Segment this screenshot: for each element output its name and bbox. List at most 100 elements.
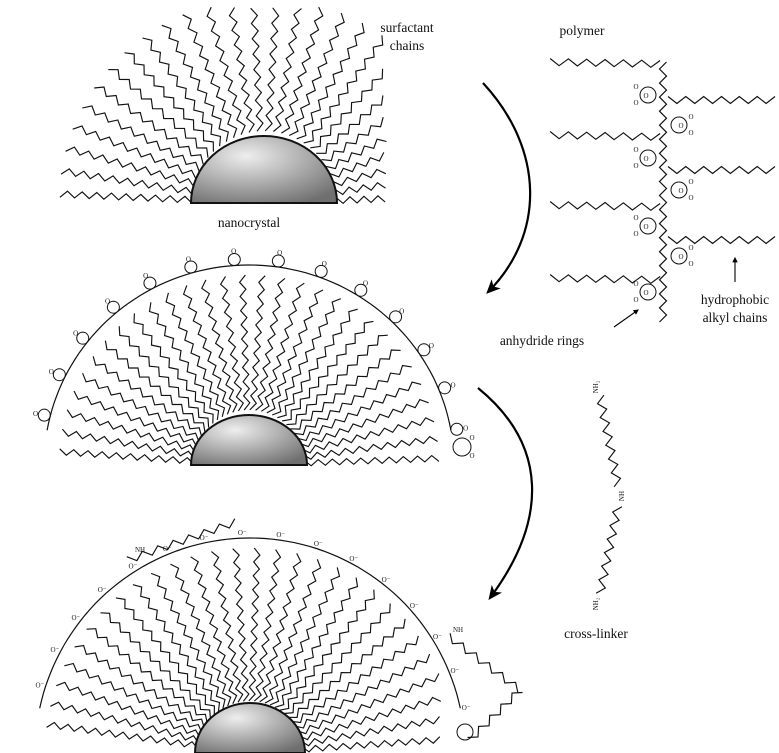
anhydride-ring: [38, 409, 50, 421]
carboxylate-label: O⁻: [50, 646, 59, 654]
cross-linker-lower-chain: [596, 507, 622, 593]
surfactant-chain: [87, 629, 208, 724]
oxygen-label: O: [73, 330, 78, 338]
oxygen-label: O: [463, 425, 468, 433]
oxygen-label: O: [633, 83, 638, 91]
surfactant-chain: [62, 429, 194, 458]
label-surfactant-1: surfactant: [380, 20, 433, 35]
oxygen-label: O: [633, 146, 638, 154]
carboxylate-label: O⁻: [433, 633, 442, 641]
curved-arrow-1: [483, 83, 530, 292]
surfactant-chain: [251, 8, 263, 131]
oxygen-label: O: [633, 296, 638, 304]
surfactant-chain: [265, 8, 279, 131]
surfactant-chain: [64, 664, 202, 733]
polymer-structure: polymer OOOOOOOOOOOOOOOOOOOOO hydrophobi…: [500, 23, 775, 348]
cross-link-chain: [127, 519, 235, 561]
surfactant-chain: [250, 276, 265, 410]
carboxylate-label: O⁻: [276, 531, 285, 539]
alkyl-chain: [550, 59, 660, 68]
surfactant-chain: [302, 418, 435, 453]
oxygen-label: O: [429, 342, 434, 350]
polymer-shell-crosslinked: O⁻O⁻O⁻O⁻O⁻O⁻O⁻O⁻O⁻O⁻O⁻O⁻O⁻O⁻O⁻O⁻: [35, 529, 470, 712]
surfactant-chain: [191, 557, 237, 704]
surfactant-chain: [302, 737, 440, 752]
cross-linker-molecule: NH₂ NH NH₂ cross-linker: [564, 380, 628, 641]
oxygen-label: O: [143, 272, 148, 280]
oxygen-label: O: [33, 410, 38, 418]
surfactant-chain: [280, 590, 375, 711]
carboxylate-label: O⁻: [98, 586, 107, 594]
surfactant-chain: [73, 126, 196, 179]
surfactant-chain: [60, 191, 192, 203]
surfactant-chain: [133, 585, 220, 712]
oxygen-label: O: [688, 244, 693, 252]
oxygen-label: O: [399, 307, 404, 315]
surfactant-chain: [105, 341, 204, 432]
surfactant-chain: [47, 723, 199, 749]
alkyl-chain: [550, 132, 660, 141]
oxygen-label: O: [678, 253, 683, 261]
oxygen-label: O: [633, 99, 638, 107]
carboxylate-label: O⁻: [35, 682, 44, 690]
oxygen-label: O: [231, 248, 236, 256]
surfactant-chain: [273, 9, 301, 132]
oxygen-label: O: [277, 249, 282, 257]
label-hydrophobic-2: alkyl chains: [703, 310, 768, 325]
oxygen-label: O: [688, 194, 693, 202]
cross-link-nh: NH: [135, 546, 145, 554]
surfactant-chain: [261, 283, 304, 411]
oxygen-label: O: [678, 122, 683, 130]
surfactant-chain: [316, 95, 383, 153]
polymer-backbone-zig: [660, 62, 667, 322]
label-cross-linker: cross-linker: [564, 626, 628, 641]
label-anhydride: anhydride rings: [500, 333, 584, 348]
surfactant-chain: [233, 549, 249, 702]
carboxylate-label: O⁻: [382, 576, 391, 584]
oxygen-label: O: [688, 113, 693, 121]
oxygen-label: O: [469, 452, 474, 460]
cross-linker-nh2-top: NH₂: [592, 380, 600, 393]
cross-linker-nh: NH: [618, 491, 626, 501]
oxygen-label: O: [633, 230, 638, 238]
nanocrystal-sphere-crosslinked: [195, 703, 305, 753]
panel-bare-nanocrystal: surfactant chains nanocrystal: [60, 7, 434, 230]
surfactant-chain: [61, 169, 192, 195]
alkyl-chain: [550, 202, 660, 211]
oxygen-label: O: [688, 129, 693, 137]
oxygen-label: O: [643, 289, 648, 297]
label-hydrophobic-1: hydrophobic: [701, 292, 769, 307]
anhydride-ring: [457, 724, 473, 740]
carboxylate-label: O⁻: [71, 614, 80, 622]
oxygen-label: O: [105, 297, 110, 305]
carboxylate-label: O⁻: [129, 563, 138, 571]
surfactant-chain: [330, 152, 384, 177]
oxygen-label: O: [643, 223, 648, 231]
surfactant-chain: [67, 410, 195, 453]
alkyl-chain: [668, 237, 775, 244]
oxygen-label: O: [450, 381, 455, 389]
surfactant-chain: [301, 717, 440, 746]
alkyl-chain: [668, 167, 775, 174]
surfactant-chain: [282, 321, 373, 421]
surfactant-chain: [275, 578, 358, 708]
oxygen-label: O: [688, 178, 693, 186]
anhydride-ring: [439, 382, 451, 394]
surfactant-chain: [229, 8, 254, 133]
oxygen-label: O: [688, 260, 693, 268]
polymer-shell-backbone: [40, 538, 461, 708]
anhydride-pointer-arrow: [614, 310, 638, 327]
anhydride-ring: [453, 438, 471, 456]
carboxylate-label: O⁻: [462, 704, 471, 712]
anhydride-ring: [53, 369, 65, 381]
alkyl-chain: [550, 275, 660, 284]
surfactant-chain: [254, 550, 280, 702]
carboxylate-label: O⁻: [314, 540, 323, 548]
carboxylate-label: O⁻: [451, 667, 460, 675]
surfactant-chain: [249, 548, 260, 701]
oxygen-label: O: [186, 255, 191, 263]
oxygen-label: O: [643, 92, 648, 100]
